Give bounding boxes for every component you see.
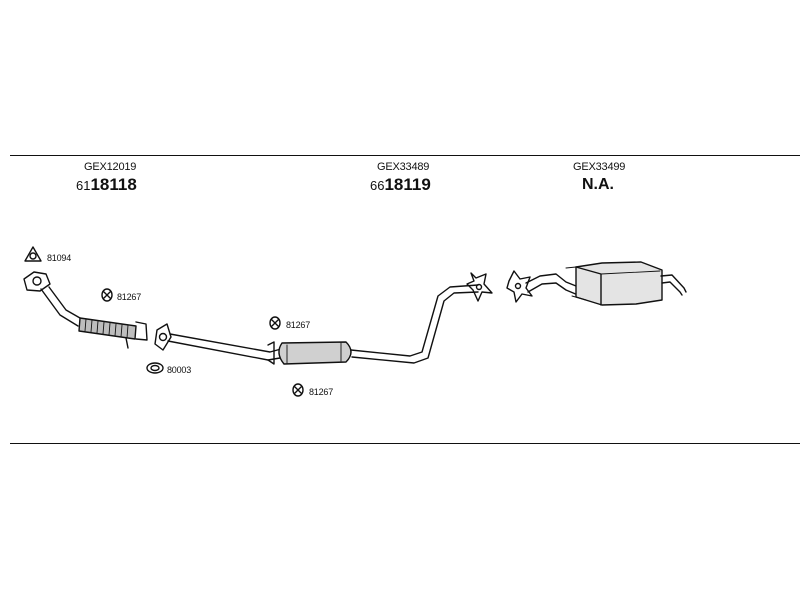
- pipe-flange-icon: [466, 272, 493, 302]
- section-3-code: GEX33499: [573, 161, 626, 173]
- clamp-lower-icon: [292, 383, 304, 397]
- front-pipe-icon: [23, 271, 148, 349]
- flange-gasket-icon: [154, 323, 172, 351]
- triangle-gasket-icon: [24, 246, 42, 262]
- section-1-number-prefix: 61: [76, 178, 91, 193]
- label-clamp-front: 81267: [117, 292, 142, 302]
- section-1-number: 6118118: [76, 175, 137, 195]
- section-2-number-main: 18119: [384, 175, 431, 194]
- clamp-mid-icon: [269, 316, 281, 330]
- centre-muffler-icon: [278, 341, 352, 365]
- section-2-number-prefix: 66: [370, 178, 385, 193]
- label-ring-gasket: 80003: [167, 365, 192, 375]
- section-1-number-main: 18118: [90, 175, 137, 194]
- ring-gasket-icon: [146, 362, 164, 374]
- section-3-number: N.A.: [582, 176, 614, 193]
- bottom-rule: [10, 443, 800, 444]
- rear-flange-icon: [506, 270, 533, 303]
- section-2-code: GEX33489: [377, 161, 430, 173]
- section-1-code: GEX12019: [84, 161, 137, 173]
- rear-silencer-icon: [525, 261, 687, 306]
- clamp-front-icon: [101, 288, 113, 302]
- label-clamp-lower: 81267: [309, 387, 334, 397]
- label-triangle-gasket: 81094: [47, 253, 72, 263]
- intermediate-pipe-icon: [167, 333, 282, 365]
- section-2-number: 6618119: [370, 175, 431, 195]
- label-clamp-mid: 81267: [286, 320, 311, 330]
- connecting-pipe-icon: [350, 284, 479, 364]
- top-rule: [10, 155, 800, 156]
